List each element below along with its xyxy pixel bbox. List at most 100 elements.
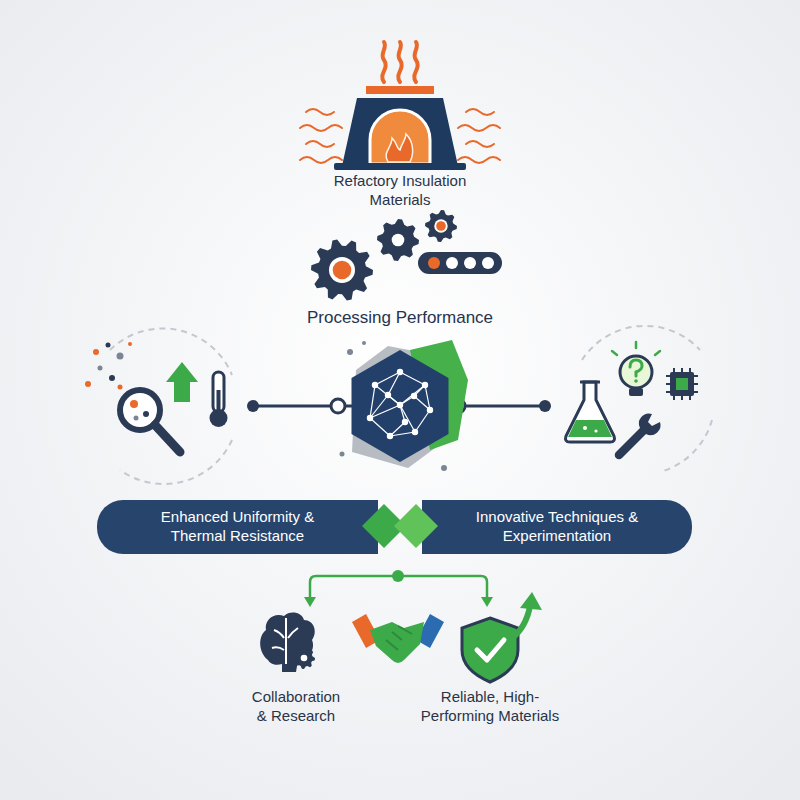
- analysis-icons-part: [110, 328, 232, 375]
- network-hexagon-part: [441, 465, 447, 471]
- analysis-icons-part: [93, 349, 99, 355]
- network-hexagon-part-part: [370, 395, 388, 418]
- furnace-icon-part-part: [382, 42, 385, 82]
- node-text: Processing Performance: [260, 307, 540, 328]
- network-hexagon-part-part: [397, 402, 402, 407]
- conveyor-icon-part: [464, 257, 476, 269]
- analysis-icons-part: [117, 353, 124, 360]
- analysis-icons-part: [98, 366, 103, 371]
- innovation-icons-part: [583, 426, 587, 430]
- handshake-icon-part: [370, 622, 424, 663]
- innovation-icons-part: [612, 342, 660, 355]
- conveyor-icon-part: [428, 257, 440, 269]
- furnace-icon-part-part: [306, 109, 334, 115]
- innovation-icons-part: [582, 326, 700, 360]
- node-text: Collaboration & Research: [246, 688, 346, 726]
- network-hexagon-part: [340, 452, 345, 457]
- analysis-icons-part: [128, 342, 132, 346]
- furnace-icon-part-part: [300, 125, 342, 131]
- gears-icon-part: [425, 210, 457, 242]
- analysis-icons-part: [106, 343, 111, 348]
- branch-arrow-part: [304, 597, 316, 607]
- network-hexagon-part-part: [415, 410, 430, 432]
- network-hexagon-part-part: [412, 429, 417, 434]
- network-hexagon-part-part: [385, 392, 390, 397]
- innovation-icons-part: [670, 372, 694, 396]
- furnace-icon-part: [300, 109, 500, 163]
- conveyor-icon: [418, 252, 502, 274]
- node-text: Innovative Techniques & Experimentation: [462, 508, 652, 546]
- node-text: Enhanced Uniformity & Thermal Resistance: [137, 508, 338, 546]
- network-hexagon-part-part: [370, 418, 390, 436]
- network-hexagon-part-part: [400, 405, 415, 432]
- network-hexagon-part: [367, 369, 432, 438]
- network-hexagon: [340, 340, 469, 471]
- shield-icon-part: [477, 640, 504, 660]
- feature-band: Innovative Techniques & Experimentation: [422, 500, 692, 554]
- analysis-icons-part: [85, 381, 91, 387]
- network-hexagon-part-part: [388, 372, 400, 395]
- furnace-icon-part-part: [300, 157, 342, 163]
- gears-icon-part: [434, 219, 447, 232]
- gears-icon-part: [333, 261, 352, 280]
- innovation-icons-part: [620, 356, 652, 388]
- furnace-icon-part: [370, 110, 430, 164]
- innovation-icons-part: [634, 379, 638, 383]
- analysis-icons-part: [166, 362, 198, 402]
- conveyor-icon-part: [482, 257, 494, 269]
- material-label: Refactory Insulation Materials: [305, 172, 495, 210]
- innovation-icons-part-part: [612, 351, 617, 355]
- network-hexagon-part-part: [422, 382, 427, 387]
- furnace-icon-part: [334, 163, 466, 170]
- process-label: Processing Performance: [260, 307, 540, 328]
- innovation-icons-part: [568, 420, 612, 437]
- gears-icon-part: [311, 239, 373, 300]
- gear-icon-part: [301, 655, 308, 662]
- icon-label: Reliable, High-Performing Materials: [420, 688, 560, 726]
- analysis-icons-part: [143, 411, 149, 417]
- furnace-icon-part: [366, 86, 434, 94]
- network-hexagon-part: [362, 341, 366, 345]
- innovation-icons-part: [594, 429, 597, 432]
- network-hexagon-part-part: [397, 369, 402, 374]
- innovation-icons-part: [660, 420, 712, 472]
- furnace-icon-part: [382, 42, 417, 82]
- innovation-icons: [566, 326, 713, 472]
- analysis-icons: [85, 328, 232, 484]
- innovation-icons-part: [666, 368, 698, 400]
- furnace-icon-part: [386, 134, 413, 162]
- shield-icon: [462, 592, 542, 682]
- conveyor-icon-part: [418, 252, 502, 274]
- gear-icon: [293, 647, 315, 669]
- innovation-icons-part: [566, 382, 615, 442]
- innovation-icons-part: [580, 381, 600, 384]
- shield-icon-part: [510, 606, 530, 640]
- handshake-icon: [352, 614, 444, 663]
- gears-icon-part: [377, 219, 419, 261]
- innovation-icons-part: [676, 378, 688, 390]
- axis-line-part: [247, 400, 259, 412]
- network-hexagon-part-part: [387, 433, 392, 438]
- feature-band: Enhanced Uniformity & Thermal Resistance: [97, 500, 378, 554]
- furnace-icon-part-part: [458, 125, 500, 131]
- branch-arrow-part: [481, 597, 493, 607]
- node-text: Refactory Insulation Materials: [305, 172, 495, 210]
- analysis-icons-part: [217, 390, 221, 414]
- gears-icon-part: [436, 221, 446, 231]
- innovation-icons-part: [615, 414, 661, 460]
- node-text: Reliable, High-Performing Materials: [420, 688, 560, 726]
- network-hexagon-part-part: [411, 393, 416, 398]
- furnace-icon-part-part: [398, 42, 401, 82]
- network-hexagon-part-part: [367, 415, 372, 420]
- analysis-icons-part: [118, 385, 123, 390]
- analysis-icons-part: [109, 375, 115, 381]
- analysis-icons-part: [155, 425, 180, 452]
- analysis-icons-part: [134, 416, 139, 421]
- icon-label: Collaboration & Research: [246, 688, 346, 726]
- gears-icon-part: [329, 257, 355, 283]
- branch-arrow-part: [392, 570, 404, 582]
